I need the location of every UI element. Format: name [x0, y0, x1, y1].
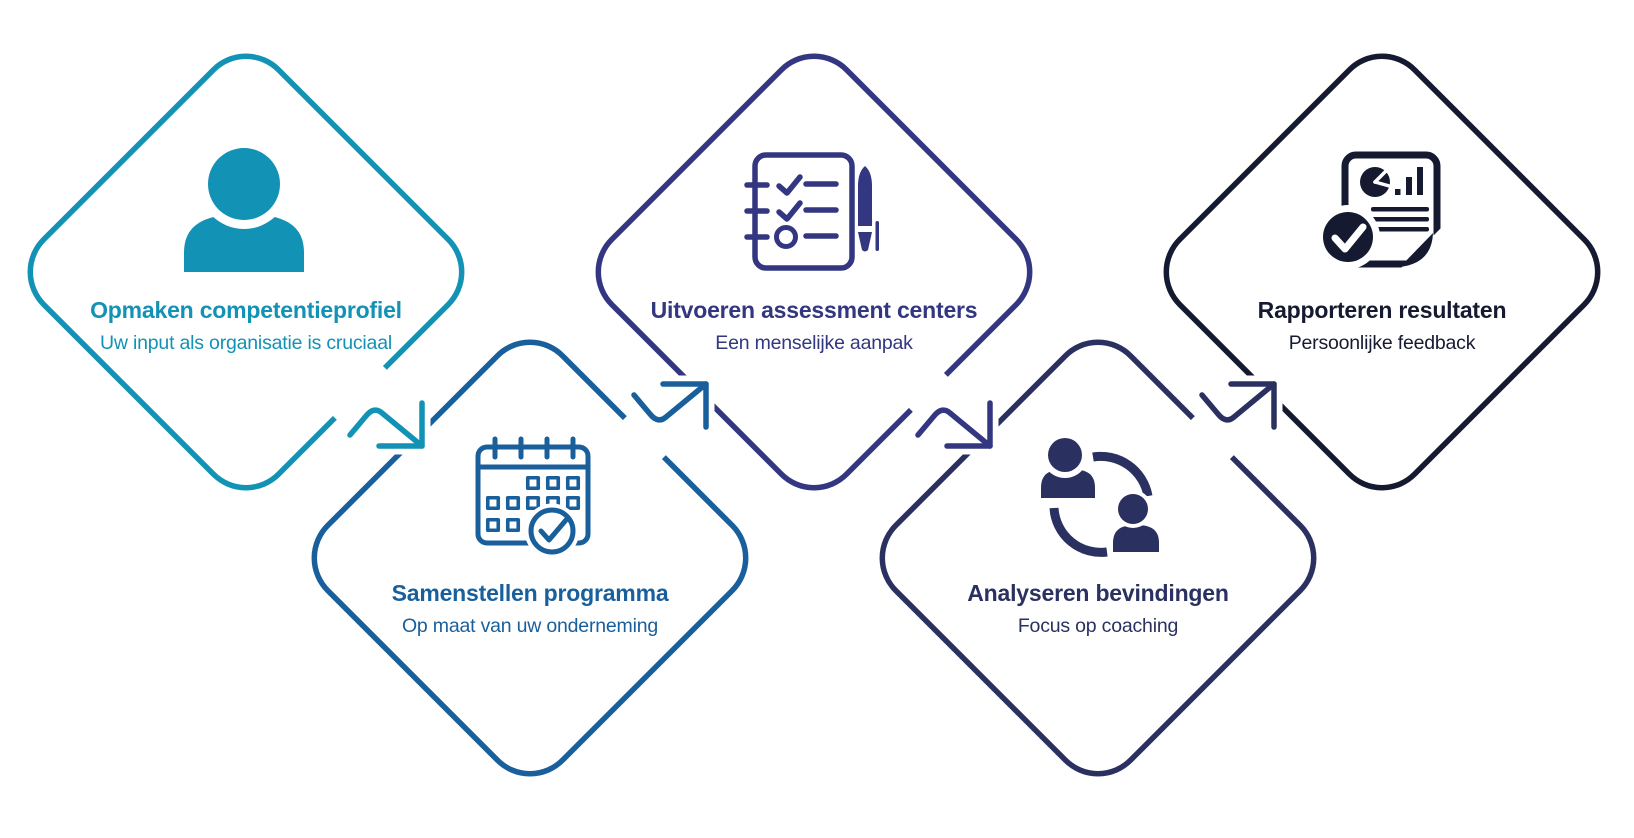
person-icon — [184, 139, 304, 272]
checklist-check-1 — [776, 174, 803, 196]
pen-clip — [875, 221, 879, 251]
calendar-check-circle — [528, 507, 576, 555]
arrow-3-shaft — [915, 407, 993, 449]
arrow-step3-to-step4 — [909, 394, 999, 455]
step-2-subtitle: Op maat van uw onderneming — [402, 615, 658, 637]
report-check-icon — [1316, 151, 1447, 275]
report-bar-tall — [1417, 167, 1423, 195]
pie-cut-1 — [1373, 163, 1394, 184]
arrow-1-head — [376, 400, 425, 449]
report-text-line-1 — [1371, 207, 1429, 212]
step-1-subtitle: Uw input als organisatie is cruciaal — [100, 332, 392, 354]
pen-body — [858, 166, 872, 226]
arrow-2-head — [660, 381, 709, 430]
person-2-head — [1118, 494, 1148, 524]
report-text-line-3 — [1371, 227, 1429, 232]
edge-gap-mask-4 — [1188, 413, 1237, 462]
pen-icon — [858, 166, 879, 252]
edge-gap-masks — [330, 363, 1237, 462]
exchange-arcs — [1049, 451, 1153, 557]
exchange-arc-top — [1092, 451, 1153, 497]
edge-gap-mask-1 — [330, 363, 390, 423]
step-1-title: Opmaken competentieprofiel — [90, 297, 402, 323]
calendar-check-icon — [475, 436, 591, 559]
arrow-step4-to-step5 — [1193, 375, 1283, 436]
step-2-title: Samenstellen programma — [392, 580, 669, 606]
edge-gap-mask-2 — [620, 413, 669, 462]
notepad-binding-pins — [744, 182, 770, 240]
report-contents — [1316, 167, 1433, 269]
arrow-3-head — [944, 400, 993, 449]
report-bar-mid — [1406, 177, 1412, 195]
step-4-title: Analyseren bevindingen — [967, 580, 1228, 606]
calendar-check-mark — [538, 517, 569, 543]
pie-cut-2 — [1373, 180, 1395, 189]
step-3-title: Uitvoeren assessment centers — [651, 297, 978, 323]
report-folded-corner — [1400, 231, 1433, 267]
person-1-body — [1041, 469, 1095, 498]
arrow-1-shaft — [347, 407, 425, 449]
step-3-subtitle: Een menselijke aanpak — [715, 332, 913, 354]
arrow-4-head — [1228, 381, 1277, 430]
exchange-arc-bottom — [1049, 507, 1108, 557]
person-head — [208, 148, 280, 220]
pen-nib — [858, 232, 872, 252]
calendar-binding-pins — [492, 436, 576, 460]
report-white-details — [1331, 163, 1395, 253]
checklist-check-2 — [776, 200, 803, 222]
people-exchange-icon — [1041, 432, 1159, 557]
arrow-2-shaft — [631, 381, 709, 423]
report-text-line-2 — [1371, 217, 1429, 222]
step-5-subtitle: Persoonlijke feedback — [1289, 332, 1476, 354]
arrow-4-shaft — [1199, 381, 1277, 423]
person-body — [184, 214, 304, 272]
badge-check-mark — [1331, 223, 1367, 253]
step-5-title: Rapporteren resultaten — [1258, 297, 1507, 323]
arrow-step1-to-step2 — [341, 394, 431, 455]
arrow-step2-to-step3 — [625, 375, 715, 436]
edge-gap-mask-3 — [906, 370, 951, 415]
step-4-subtitle: Focus op coaching — [1018, 615, 1178, 637]
person-1-head — [1048, 438, 1082, 472]
checklist-circle-bullet — [774, 225, 798, 249]
exchange-people — [1041, 432, 1159, 552]
report-check-badge — [1323, 212, 1373, 262]
report-bar-dot — [1395, 189, 1401, 195]
checklist-pen-icon — [744, 152, 855, 271]
person-2-body — [1113, 525, 1159, 552]
checklist-lines — [803, 181, 839, 239]
calendar-day-cells — [485, 475, 581, 533]
